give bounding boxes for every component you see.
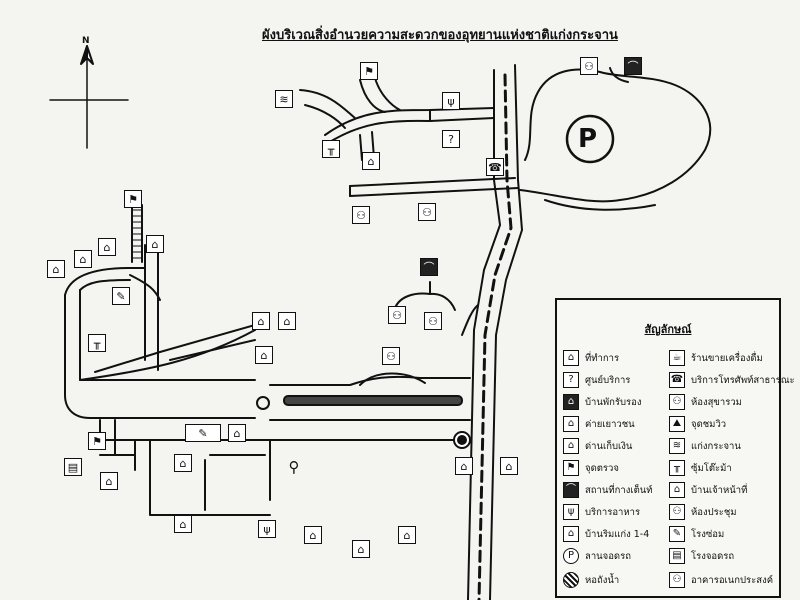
restroom-icon: ⚇ [418,203,436,221]
main-road [467,64,523,600]
restroom-icon: ⚇ [388,306,406,324]
legend-item: ≋แก่งกระจาน [669,436,741,456]
drink-shop-icon: ☕ [669,350,685,366]
table-icon: ╥ [669,460,685,476]
bungalow-icon: ⌂ [398,526,416,544]
legend-item: ☕ร้านขายเครื่องดื่ม [669,348,763,368]
legend-item: ⌒สถานที่กางเต็นท์ [563,480,653,500]
table-icon: ╥ [322,140,340,158]
meeting-room-icon: ⚇ [669,504,685,520]
garage-icon: ▤ [669,548,685,564]
legend-item: ⌂ค่ายเยาวชน [563,414,635,434]
restaurant-icon: ψ [258,520,276,538]
water-tower-icon [453,431,471,449]
rapids-icon: ≋ [275,90,293,108]
legend-item: ⌂ที่ทำการ [563,348,619,368]
legend-item: ⚇ห้องประชุม [669,502,737,522]
youth-camp-icon: ⌂ [563,416,579,432]
cashier-icon: ⌂ [146,235,164,253]
legend-item: ⌂ด่านเก็บเงิน [563,436,632,456]
viewpoint-icon: ⛰ [669,416,685,432]
restroom-icon: ⚇ [669,394,685,410]
bungalow-icon: ⌂ [174,515,192,533]
cashier-icon: ⌂ [74,250,92,268]
info-icon: ? [442,130,460,148]
legend-item: ?ศูนย์บริการ [563,370,630,390]
office-icon: ⌂ [563,350,579,366]
legend: สัญลักษณ์ ⌂ที่ทำการ ?ศูนย์บริการ ⌂บ้านพั… [555,298,795,598]
legend-item: หอถังน้ำ [563,570,619,590]
legend-item: ⌂บ้านพักรับรอง [563,392,641,412]
checkpoint-icon: ⚑ [563,460,579,476]
legend-title: สัญลักษณ์ [644,323,692,336]
viewpoint-icon: ⚑ [360,62,378,80]
info-icon: ? [563,372,579,388]
middle-road [269,304,479,421]
office-icon: ⌂ [255,346,273,364]
youth-camp-icon: ⌂ [228,424,246,442]
meeting-hall-icon: ⌒ [420,258,438,276]
workshop-icon: ✎ [669,526,685,542]
parking-icon: P [563,548,579,564]
guesthouse-icon: ⌂ [563,394,579,410]
workshop-icon: ✎ [112,287,130,305]
staircase [131,204,143,263]
meeting-hall-icon: ⌒ [563,482,579,498]
restroom-icon: ⚇ [352,206,370,224]
cashier-icon: ⌂ [563,438,579,454]
multipurpose-icon: ⚇ [669,572,685,588]
meeting-hall-icon: ⌒ [624,57,642,75]
bungalow-icon: ⌂ [352,540,370,558]
legend-item: ⚇อาคารอเนกประสงค์ [669,570,773,590]
multipurpose-icon: ⚇ [382,347,400,365]
restaurant-icon: ψ [442,92,460,110]
staff-house-icon: ⌂ [669,482,685,498]
legend-item: ⌂บ้านริมแก่ง 1-4 [563,524,649,544]
north-label: N [82,36,90,46]
youth-camp-icon: ⌂ [100,472,118,490]
youth-camp-icon: ⌂ [174,454,192,472]
bungalow-icon: ⌂ [563,526,579,542]
legend-item: ☎บริการโทรศัพท์สาธารณะ [669,370,795,390]
map-title: ผังบริเวณสิ่งอำนวยความสะดวกของอุทยานแห่ง… [262,28,618,43]
multipurpose-icon: ⚇ [424,312,442,330]
restaurant-icon: ψ [563,504,579,520]
office-icon: ⌂ [362,152,380,170]
guesthouse-icon: ⌂ [252,312,270,330]
bungalow-icon: ⌂ [304,526,322,544]
legend-item: ⌂บ้านเจ้าหน้าที่ [669,480,747,500]
guesthouse-icon: ⌂ [278,312,296,330]
legend-item: ⚑จุดตรวจ [563,458,619,478]
staff-house-icon: ⌂ [500,457,518,475]
upper-road [349,177,519,197]
legend-item: ✎โรงซ่อม [669,524,724,544]
legend-item: ╥ซุ้มโต๊ะม้า [669,458,732,478]
legend-item: ⛰จุดชมวิว [669,414,726,434]
parking-lot [519,67,712,211]
restroom-icon: ⚇ [580,57,598,75]
tap-icon: ⚲ [288,457,300,476]
phone-icon: ☎ [486,158,504,176]
legend-item: ▤โรงจอดรถ [669,546,734,566]
legend-item: ⚇ห้องสุขารวม [669,392,742,412]
garage-icon: ▤ [64,458,82,476]
water-tower-icon [563,572,579,588]
cashier-icon: ⌂ [98,238,116,256]
north-arrow-icon [49,45,129,149]
workshop-icon: ✎ [185,424,221,442]
rapids-icon: ≋ [669,438,685,454]
checkpoint-icon: ⚑ [88,432,106,450]
staff-house-icon: ⌂ [455,457,473,475]
checkpoint-icon: ⚑ [124,190,142,208]
cashier-icon: ⌂ [47,260,65,278]
phone-icon: ☎ [669,372,685,388]
parking-letter: P [578,124,598,154]
table-icon: ╥ [88,334,106,352]
